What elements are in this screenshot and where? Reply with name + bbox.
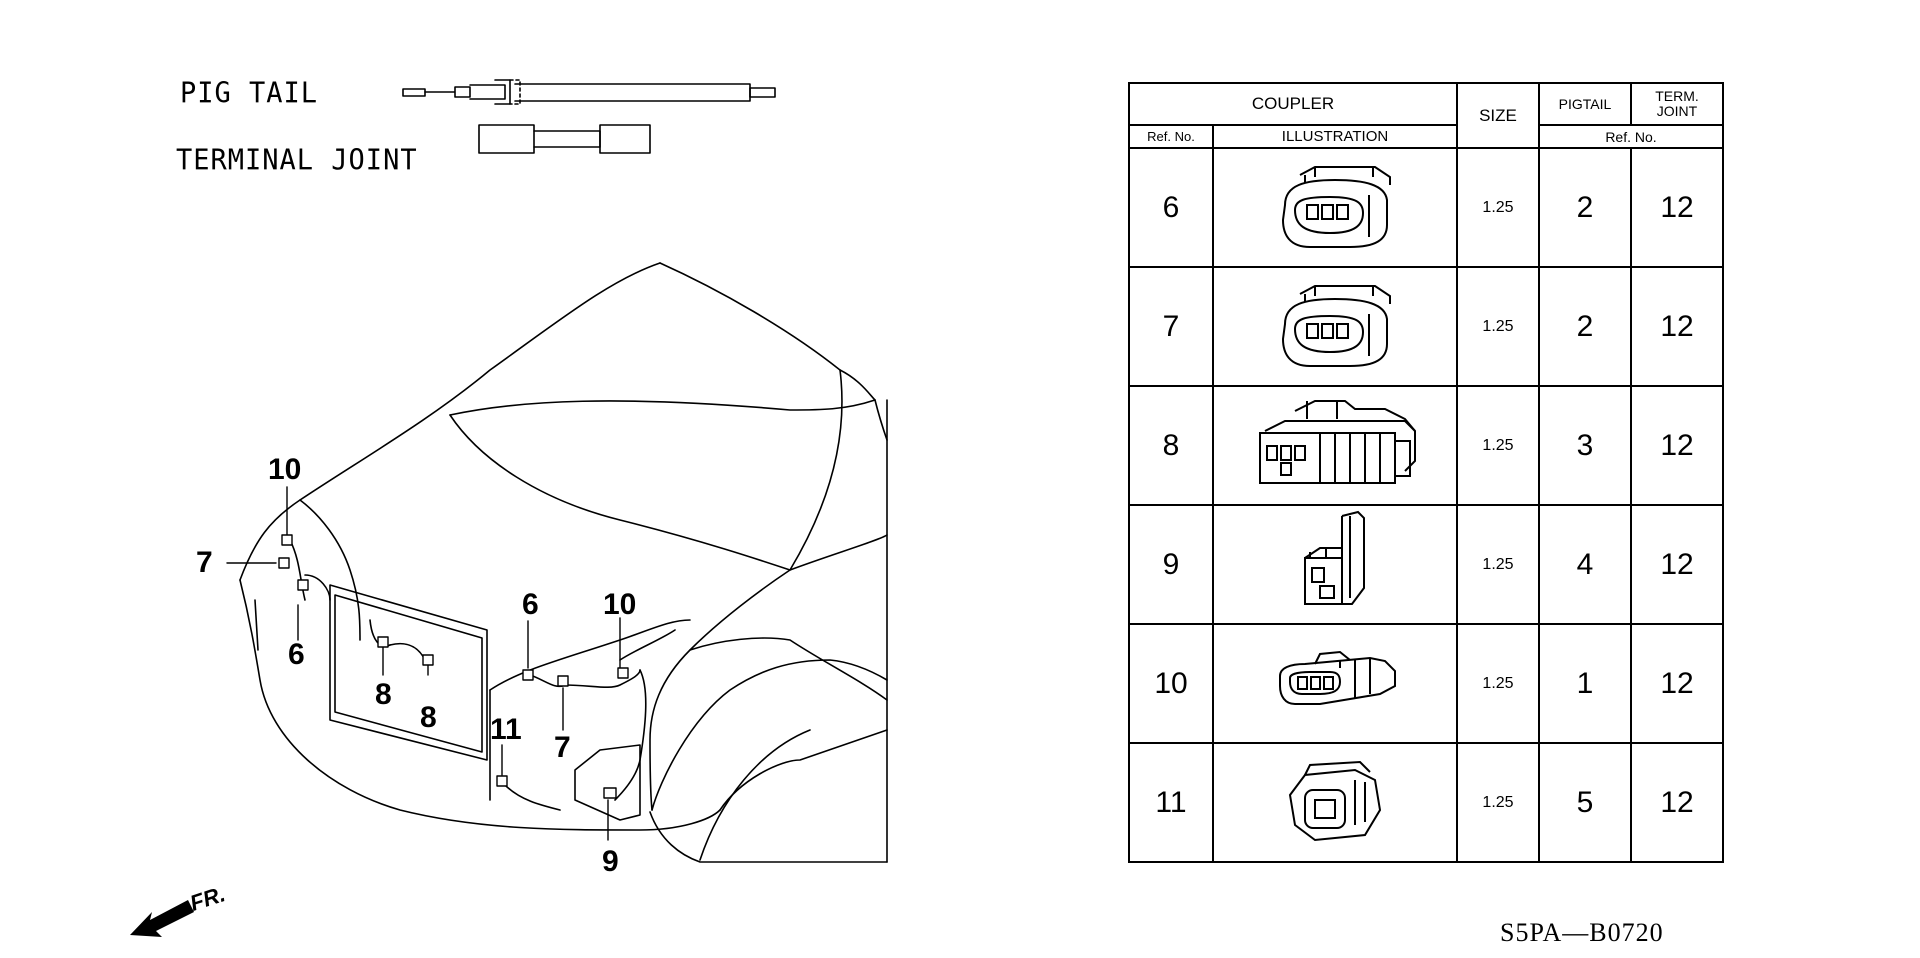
callout-7-left: 7 (196, 546, 213, 579)
inline-slim-connector-icon (1279, 650, 1396, 705)
term-joint-header: TERM. JOINT (1630, 82, 1724, 126)
terminal-joint-legend-label: TERMINAL JOINT (176, 144, 418, 177)
right-angle-connector-icon (1304, 510, 1365, 605)
row-ref: 6 (1128, 147, 1214, 268)
row-pigtail: 5 (1538, 742, 1632, 863)
table-row: 10 1.25 1 12 (1128, 623, 1724, 744)
row-illustration (1212, 504, 1458, 625)
coupler-header: COUPLER (1128, 82, 1458, 126)
row-size: 1.25 (1456, 623, 1540, 744)
row-pigtail: 2 (1538, 266, 1632, 387)
row-pigtail: 1 (1538, 623, 1632, 744)
row-pigtail: 3 (1538, 385, 1632, 506)
square-2-pin-connector-icon (1288, 760, 1382, 842)
callout-10-left: 10 (268, 453, 302, 486)
row-ref: 7 (1128, 266, 1214, 387)
table-row: 11 1.25 5 12 (1128, 742, 1724, 863)
callout-9: 9 (602, 845, 619, 878)
ref-no-right-header: Ref. No. (1538, 124, 1724, 149)
front-arrow-icon (130, 900, 194, 937)
row-pigtail: 2 (1538, 147, 1632, 268)
table-row: 8 1.25 3 12 (1128, 385, 1724, 506)
3-pin-oval-connector-icon (1281, 285, 1391, 367)
row-term-joint: 12 (1630, 147, 1724, 268)
row-illustration (1212, 147, 1458, 268)
car-front-outline (239, 262, 888, 863)
row-size: 1.25 (1456, 742, 1540, 863)
locking-multi-pin-connector-icon (1259, 400, 1416, 484)
callout-8-second: 8 (420, 701, 437, 734)
row-illustration (1212, 266, 1458, 387)
pigtail-header: PIGTAIL (1538, 82, 1632, 126)
callout-8-first: 8 (375, 678, 392, 711)
callout-10-right: 10 (603, 588, 637, 621)
pigtail-legend-label: PIG TAIL (180, 77, 319, 110)
row-illustration (1212, 385, 1458, 506)
row-size: 1.25 (1456, 266, 1540, 387)
pigtail-symbol-icon (402, 79, 776, 105)
table-row: 9 1.25 4 12 (1128, 504, 1724, 625)
row-ref: 9 (1128, 504, 1214, 625)
callout-leaders (226, 486, 621, 841)
row-illustration (1212, 623, 1458, 744)
callout-6-left: 6 (288, 638, 305, 671)
row-ref: 11 (1128, 742, 1214, 863)
row-size: 1.25 (1456, 147, 1540, 268)
row-term-joint: 12 (1630, 266, 1724, 387)
callout-6-right: 6 (522, 588, 539, 621)
term-joint-header-line2: JOINT (1656, 103, 1698, 119)
row-term-joint: 12 (1630, 742, 1724, 863)
row-ref: 8 (1128, 385, 1214, 506)
term-joint-header-line1: TERM. (1655, 88, 1699, 104)
table-row: 7 1.25 2 12 (1128, 266, 1724, 387)
3-pin-oval-connector-icon (1281, 166, 1391, 248)
row-illustration (1212, 742, 1458, 863)
callout-11: 11 (490, 713, 522, 746)
row-term-joint: 12 (1630, 623, 1724, 744)
row-term-joint: 12 (1630, 504, 1724, 625)
size-header: SIZE (1456, 82, 1540, 149)
row-size: 1.25 (1456, 385, 1540, 506)
terminal-joint-symbol-icon (478, 124, 651, 154)
row-size: 1.25 (1456, 504, 1540, 625)
callout-7-right: 7 (554, 731, 571, 764)
row-pigtail: 4 (1538, 504, 1632, 625)
coupler-table: COUPLER SIZE PIGTAIL TERM. JOINT Ref. No… (1128, 82, 1724, 863)
diagram-code: S5PA—B0720 (1500, 918, 1664, 947)
illustration-header: ILLUSTRATION (1212, 124, 1458, 149)
row-ref: 10 (1128, 623, 1214, 744)
harness-connectors (278, 534, 629, 799)
ref-no-header: Ref. No. (1128, 124, 1214, 149)
table-row: 6 1.25 2 12 (1128, 147, 1724, 268)
row-term-joint: 12 (1630, 385, 1724, 506)
